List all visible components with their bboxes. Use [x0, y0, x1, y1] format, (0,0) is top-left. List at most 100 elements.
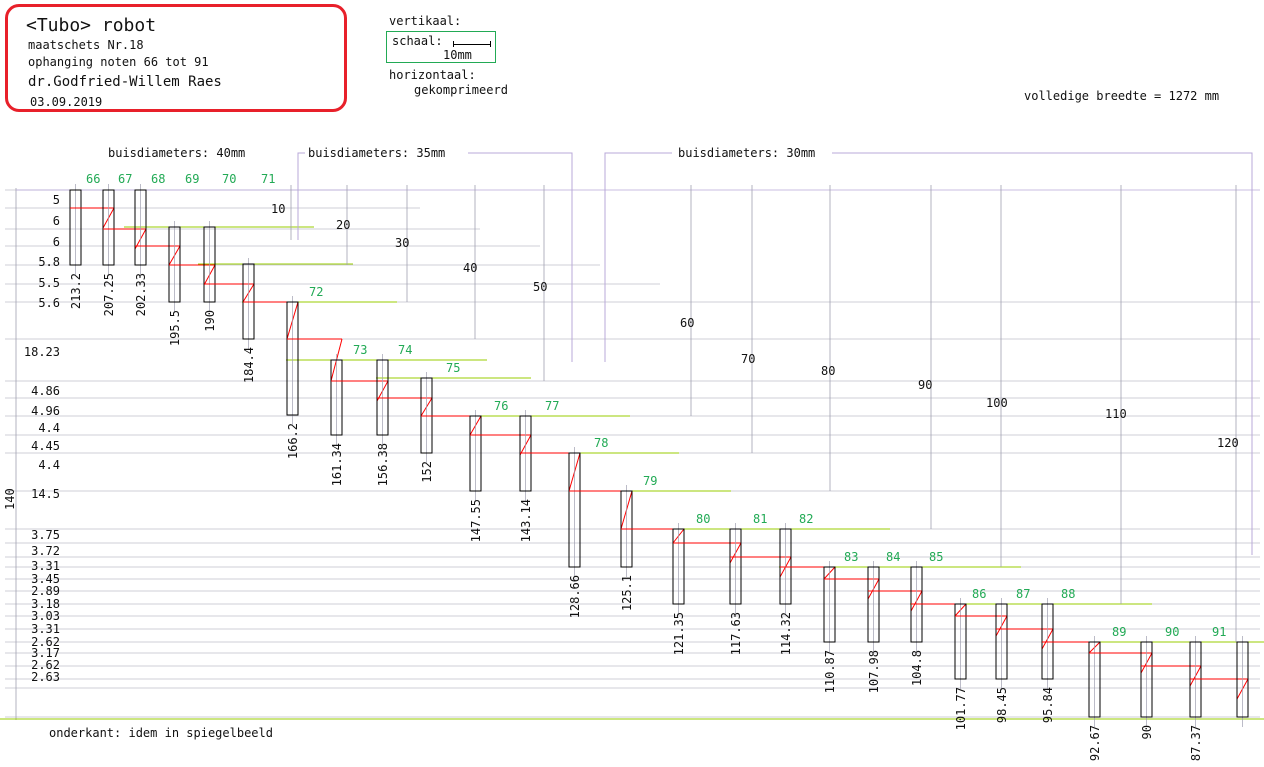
note-number: 90	[1165, 625, 1179, 639]
tube-length: 166.2	[286, 423, 300, 459]
note-number: 77	[545, 399, 559, 413]
diameter-group-label: buisdiameters: 40mm	[108, 146, 245, 160]
tube	[102, 189, 115, 266]
vertical-dimension-label: 120	[1217, 436, 1239, 450]
total-width: volledige breedte = 1272 mm	[1024, 89, 1220, 103]
note-number: 81	[753, 512, 767, 526]
scale-label: schaal:	[392, 34, 443, 48]
offset-label: 5.8	[38, 255, 60, 269]
tube-length: 156.38	[376, 443, 390, 486]
note-number: 83	[844, 550, 858, 564]
note-range: ophanging noten 66 tot 91	[28, 55, 209, 69]
tube-length: 114.32	[779, 612, 793, 655]
tube-length: 161.34	[330, 443, 344, 486]
tube-length: 107.98	[867, 650, 881, 693]
note-number: 73	[353, 343, 367, 357]
tube-length: 95.84	[1041, 687, 1055, 723]
tube	[1236, 641, 1249, 718]
vertical-dimension-label: 80	[821, 364, 835, 378]
tube	[469, 415, 482, 492]
tube-length: 90	[1140, 725, 1154, 739]
title: <Tubo> robot	[26, 15, 157, 36]
offset-label: 3.17	[31, 646, 60, 660]
vertical-dimension-label: 90	[918, 378, 932, 392]
total-height-label: 140	[3, 488, 17, 510]
tube	[1088, 641, 1101, 718]
tube-length: 143.14	[519, 499, 533, 542]
note-number: 68	[151, 172, 165, 186]
offset-label: 18.23	[24, 345, 60, 359]
group-bracket	[297, 152, 573, 362]
vertical-dimension-label: 10	[271, 202, 285, 216]
tube-length: 125.1	[620, 575, 634, 611]
offset-label: 3.45	[31, 572, 60, 586]
note-number: 66	[86, 172, 100, 186]
tube	[330, 359, 343, 436]
note-number: 86	[972, 587, 986, 601]
note-number: 84	[886, 550, 900, 564]
tube-length: 92.67	[1088, 725, 1102, 761]
offset-label: 4.4	[38, 458, 60, 472]
horizontal-label: horizontaal:	[389, 68, 476, 82]
vertical-dimension-label: 30	[395, 236, 409, 250]
footer-note: onderkant: idem in spiegelbeeld	[49, 726, 273, 740]
vertical-dimension-label: 100	[986, 396, 1008, 410]
tube	[286, 301, 299, 416]
tube-length: 152	[420, 461, 434, 483]
vertical-dimension-label: 60	[680, 316, 694, 330]
vertical-dimension-label: 40	[463, 261, 477, 275]
tube	[823, 566, 836, 643]
note-number: 85	[929, 550, 943, 564]
offset-label: 6	[53, 235, 60, 249]
offset-label: 3.03	[31, 609, 60, 623]
offset-label: 4.86	[31, 384, 60, 398]
offset-label: 4.4	[38, 421, 60, 435]
scale-value: 10mm	[443, 48, 472, 62]
tube-length: 110.87	[823, 650, 837, 693]
tube	[69, 189, 82, 266]
tube	[672, 528, 685, 605]
note-number: 80	[696, 512, 710, 526]
tube-length: 87.37	[1189, 725, 1203, 761]
tube-length: 190	[203, 310, 217, 332]
offset-label: 14.5	[31, 487, 60, 501]
offset-label: 4.45	[31, 439, 60, 453]
tube-length: 101.77	[954, 687, 968, 730]
note-number: 79	[643, 474, 657, 488]
note-number: 69	[185, 172, 199, 186]
vertical-label: vertikaal:	[389, 14, 462, 28]
tube-length: 184.4	[242, 347, 256, 383]
group-bracket	[604, 152, 1253, 555]
offset-label: 3.75	[31, 528, 60, 542]
vertical-dimension-label: 70	[741, 352, 755, 366]
tube-length: 202.33	[134, 273, 148, 316]
offset-label: 2.63	[31, 670, 60, 684]
sketch-number: maatschets Nr.18	[28, 38, 144, 52]
tube-length: 213.2	[69, 273, 83, 309]
tube	[995, 603, 1008, 680]
tube	[954, 603, 967, 680]
tube-length: 207.25	[102, 273, 116, 316]
date: 03.09.2019	[30, 95, 103, 109]
note-number: 87	[1016, 587, 1030, 601]
title-block: <Tubo> robot maatschets Nr.18 ophanging …	[5, 4, 347, 112]
note-number: 88	[1061, 587, 1075, 601]
horizontal-value: gekomprimeerd	[414, 83, 508, 97]
offset-label: 5.5	[38, 276, 60, 290]
offset-label: 3.31	[31, 559, 60, 573]
note-number: 76	[494, 399, 508, 413]
note-number: 74	[398, 343, 412, 357]
tube-length: 117.63	[729, 612, 743, 655]
tube-length: 121.35	[672, 612, 686, 655]
note-number: 89	[1112, 625, 1126, 639]
tube-length: 147.55	[469, 499, 483, 542]
note-number: 82	[799, 512, 813, 526]
offset-label: 2.62	[31, 658, 60, 672]
tube	[568, 452, 581, 568]
diameter-group-label: buisdiameters: 35mm	[308, 146, 445, 160]
tube-length: 104.8	[910, 650, 924, 686]
vertical-dimension-label: 110	[1105, 407, 1127, 421]
author: dr.Godfried-Willem Raes	[28, 74, 222, 90]
note-number: 67	[118, 172, 132, 186]
note-number: 70	[222, 172, 236, 186]
